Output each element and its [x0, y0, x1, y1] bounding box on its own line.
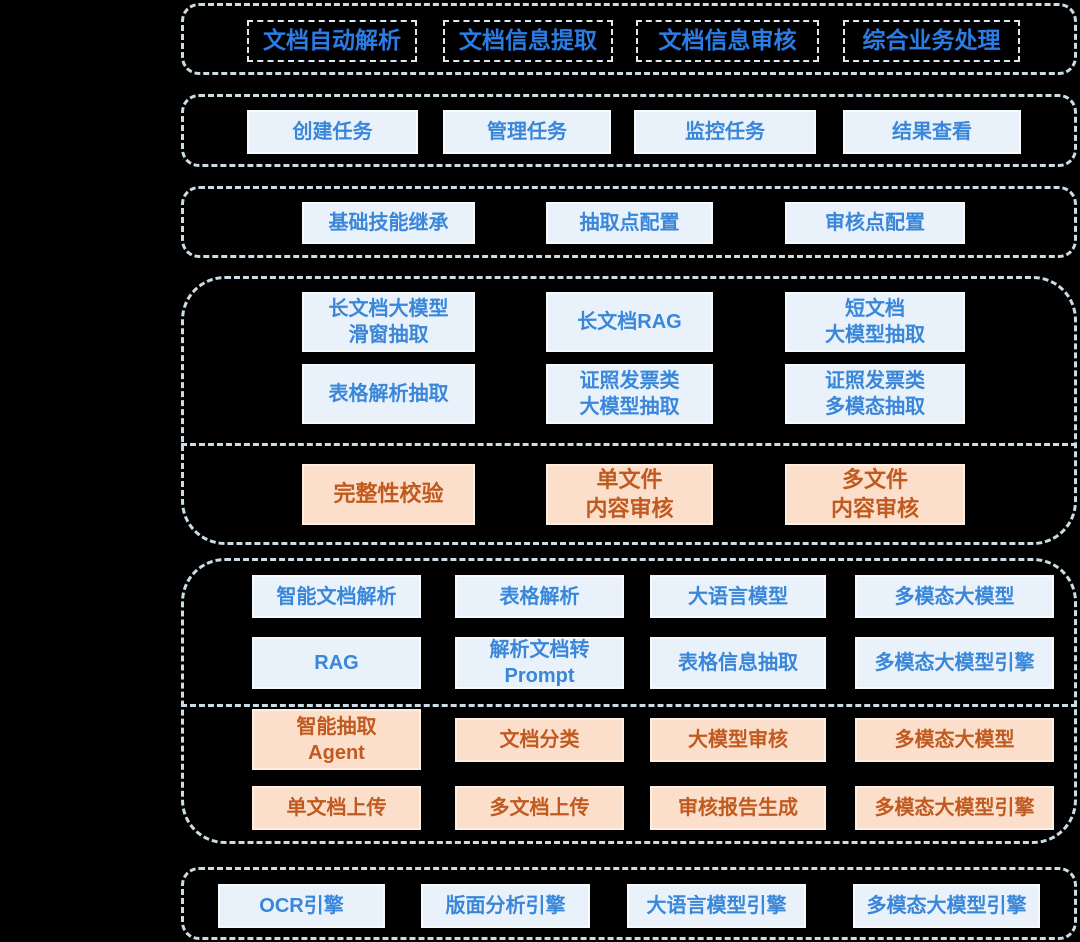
layer-atomic: 智能文档解析 表格解析 大语言模型 多模态大模型 RAG 解析文档转 Promp… — [181, 558, 1077, 844]
node-smart-doc-parse: 智能文档解析 — [252, 575, 421, 618]
node-llm-audit: 大模型审核 — [650, 718, 826, 762]
node-multimodal-llm-engine: 多模态大模型引擎 — [855, 637, 1054, 689]
layer-capability: 长文档大模型 滑窗抽取 长文档RAG 短文档 大模型抽取 表格解析抽取 证照发票… — [181, 276, 1077, 545]
node-doc-to-prompt: 解析文档转 Prompt — [455, 637, 624, 689]
node-skill-inherit: 基础技能继承 — [302, 202, 475, 244]
node-single-doc-upload: 单文档上传 — [252, 786, 421, 830]
node-audit-point-config: 审核点配置 — [785, 202, 965, 244]
layer-business: 文档自动解析 文档信息提取 文档信息审核 综合业务处理 — [181, 3, 1077, 75]
node-smart-extract-agent: 智能抽取 Agent — [252, 709, 421, 770]
atomic-layer-divider — [181, 704, 1077, 707]
node-monitor-task: 监控任务 — [634, 110, 816, 154]
node-audit-report-gen: 审核报告生成 — [650, 786, 826, 830]
capability-layer-divider — [181, 443, 1077, 446]
chip-doc-auto-parse: 文档自动解析 — [247, 20, 417, 62]
node-multi-doc-upload: 多文档上传 — [455, 786, 624, 830]
node-llm-engine: 大语言模型引擎 — [627, 884, 806, 928]
node-manage-task: 管理任务 — [443, 110, 611, 154]
node-multimodal-llm: 多模态大模型 — [855, 575, 1054, 618]
node-single-file-content-audit: 单文件 内容审核 — [546, 464, 713, 525]
node-rag: RAG — [252, 637, 421, 689]
chip-doc-info-extract: 文档信息提取 — [443, 20, 613, 62]
node-shortdoc-llm-extract: 短文档 大模型抽取 — [785, 292, 965, 352]
layer-config: 基础技能继承 抽取点配置 审核点配置 — [181, 186, 1077, 258]
node-llm: 大语言模型 — [650, 575, 826, 618]
node-table-info-extract: 表格信息抽取 — [650, 637, 826, 689]
node-multi-file-content-audit: 多文件 内容审核 — [785, 464, 965, 525]
node-doc-classify: 文档分类 — [455, 718, 624, 762]
node-license-invoice-llm-extract: 证照发票类 大模型抽取 — [546, 364, 713, 424]
node-license-invoice-multimodal-extract: 证照发票类 多模态抽取 — [785, 364, 965, 424]
node-table-parse-extract: 表格解析抽取 — [302, 364, 475, 424]
node-multimodal-llm-engine-3: 多模态大模型引擎 — [853, 884, 1040, 928]
layer-engine: OCR引擎 版面分析引擎 大语言模型引擎 多模态大模型引擎 — [181, 867, 1077, 940]
node-table-parse: 表格解析 — [455, 575, 624, 618]
node-integrity-check: 完整性校验 — [302, 464, 475, 525]
node-extract-point-config: 抽取点配置 — [546, 202, 713, 244]
node-longdoc-rag: 长文档RAG — [546, 292, 713, 352]
chip-business-processing: 综合业务处理 — [843, 20, 1020, 62]
node-multimodal-llm-engine-2: 多模态大模型引擎 — [855, 786, 1054, 830]
node-longdoc-llm-sliding-extract: 长文档大模型 滑窗抽取 — [302, 292, 475, 352]
chip-doc-info-audit: 文档信息审核 — [636, 20, 819, 62]
layer-task: 创建任务 管理任务 监控任务 结果查看 — [181, 94, 1077, 167]
node-layout-analysis-engine: 版面分析引擎 — [421, 884, 590, 928]
node-view-results: 结果查看 — [843, 110, 1021, 154]
node-create-task: 创建任务 — [247, 110, 418, 154]
node-ocr-engine: OCR引擎 — [218, 884, 385, 928]
node-multimodal-llm-2: 多模态大模型 — [855, 718, 1054, 762]
